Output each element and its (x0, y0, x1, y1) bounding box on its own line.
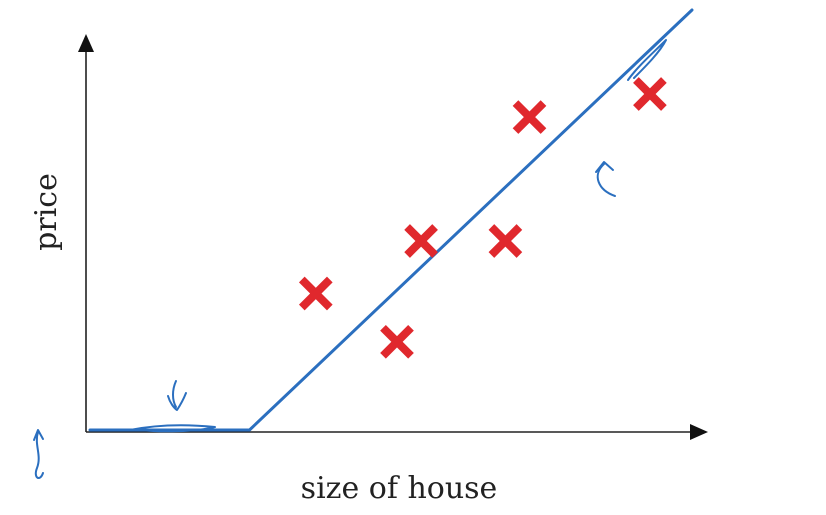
line-scribble-flat (129, 424, 216, 433)
x-axis-label: size of house (301, 471, 498, 506)
data-point (633, 77, 667, 111)
annotations (33, 39, 667, 480)
data-point (380, 324, 414, 359)
line-scribble-top (627, 39, 667, 81)
data-point-stroke (298, 276, 333, 311)
data-point-stroke (404, 224, 438, 258)
curved-arrow-annotation (595, 161, 616, 197)
down-arrow-annotation (167, 380, 187, 411)
fit-line-layer (88, 8, 694, 432)
axes (78, 34, 708, 440)
x-axis-arrow (690, 424, 708, 440)
data-point (488, 224, 523, 258)
left-squiggle-annotation (33, 429, 44, 480)
fit-line (88, 8, 694, 432)
data-point-stroke (512, 100, 547, 134)
data-point-stroke (633, 77, 667, 111)
data-point (298, 276, 333, 311)
y-axis-arrow (78, 34, 94, 52)
y-axis-label: price (29, 173, 64, 251)
data-point-stroke (380, 324, 414, 359)
data-points-layer (298, 77, 667, 359)
data-point (404, 224, 438, 258)
data-point-stroke (488, 224, 523, 258)
data-point (512, 100, 547, 134)
